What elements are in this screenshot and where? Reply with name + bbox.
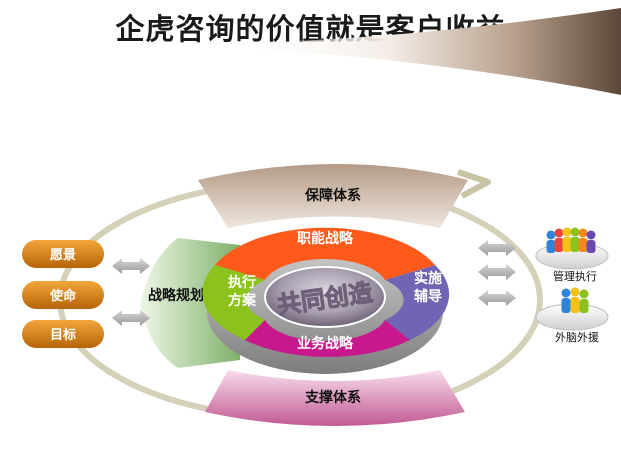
segment-right-label-2: 辅导 (414, 288, 442, 305)
double-arrow-icon (478, 240, 516, 256)
double-arrow-icon (112, 258, 150, 274)
segment-right-label-1: 实施 (414, 270, 442, 287)
pill-mission-label: 使命 (49, 288, 77, 304)
segment-top-label: 职能战略 (297, 230, 354, 247)
segment-bottom (245, 320, 410, 357)
management-execution-label: 管理执行 (553, 269, 597, 283)
people-group-icon (535, 227, 609, 270)
people-pair-icon (535, 287, 609, 331)
bottom-band-label: 支撑体系 (304, 389, 361, 406)
segment-left-label-2: 方案 (228, 292, 257, 309)
segment-left (202, 265, 265, 340)
top-band-label: 保障体系 (304, 187, 361, 204)
external-support-label: 外脑外援 (555, 330, 599, 344)
segment-top (215, 227, 435, 280)
center-disc (264, 266, 386, 328)
segment-right (385, 265, 450, 340)
double-arrow-icon (478, 264, 516, 280)
double-arrow-icon (112, 310, 150, 326)
header-swoosh (200, 8, 621, 95)
pill-goal: 目标 (22, 320, 104, 348)
segment-left-label-1: 执行 (228, 274, 256, 291)
pill-mission: 使命 (22, 281, 104, 309)
strategy-planning-label: 战略规划 (148, 287, 204, 304)
double-arrow-icon (478, 290, 516, 306)
top-band (198, 164, 468, 228)
orbit-arrowhead (457, 169, 491, 199)
pill-goal-label: 目标 (50, 327, 76, 343)
bottom-band (205, 370, 465, 426)
pill-vision: 愿景 (22, 240, 104, 268)
pill-vision-label: 愿景 (50, 248, 76, 263)
segment-bottom-label: 业务战略 (297, 335, 354, 352)
